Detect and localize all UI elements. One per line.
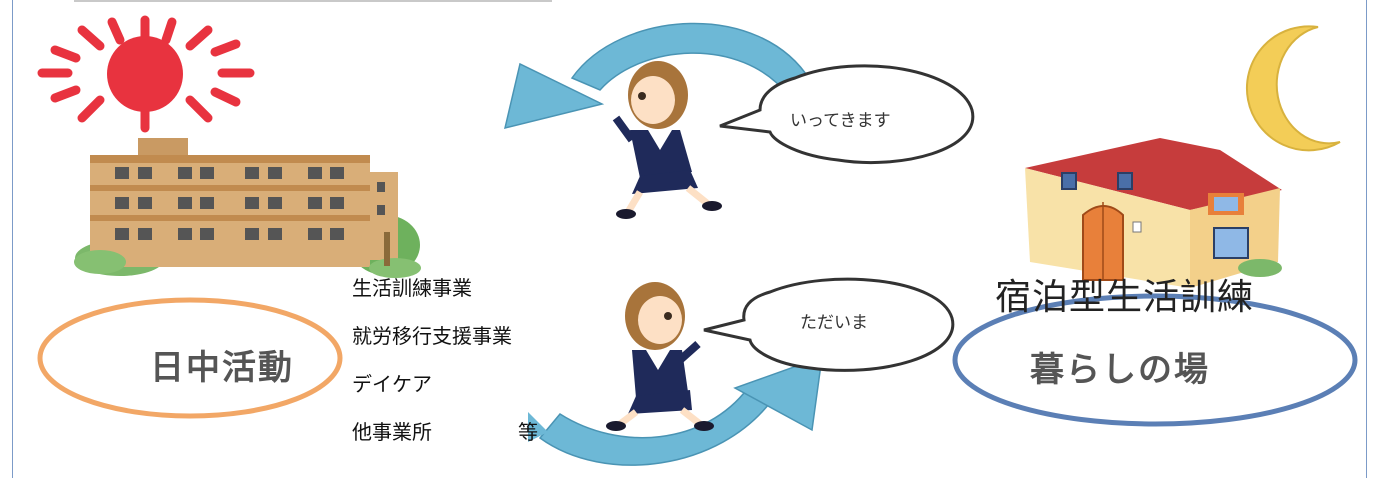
morning-speech-bubble — [719, 64, 975, 164]
service-suffix: 等 — [518, 420, 538, 444]
girl-walking-icon — [612, 61, 722, 219]
going-out-arrow — [503, 22, 812, 130]
frame-right-border — [1366, 0, 1367, 478]
service-item: 他事業所 — [352, 420, 432, 444]
girl-walking-icon — [606, 282, 714, 431]
house-icon — [1025, 138, 1282, 288]
living-place-label: 暮らしの場 — [1030, 350, 1210, 390]
service-item: デイケア — [352, 372, 432, 396]
sun-icon — [37, 15, 255, 133]
frame-left-border — [12, 0, 13, 478]
day-activity-oval — [37, 297, 343, 419]
returning-arrow — [528, 355, 823, 466]
day-activity-label: 日中活動 — [150, 348, 294, 388]
moon-icon — [1245, 25, 1341, 152]
service-item: 生活訓練事業 — [352, 276, 472, 300]
frame-top-strip — [74, 0, 552, 2]
service-item: 就労移行支援事業 — [352, 324, 512, 348]
apartment-building-icon — [74, 138, 421, 278]
morning-bubble-text: いってきます — [790, 111, 891, 131]
living-place-oval — [952, 293, 1358, 427]
overnight-training-title: 宿泊型生活訓練 — [995, 277, 1255, 318]
evening-speech-bubble — [703, 277, 955, 372]
evening-bubble-text: ただいま — [800, 313, 868, 333]
